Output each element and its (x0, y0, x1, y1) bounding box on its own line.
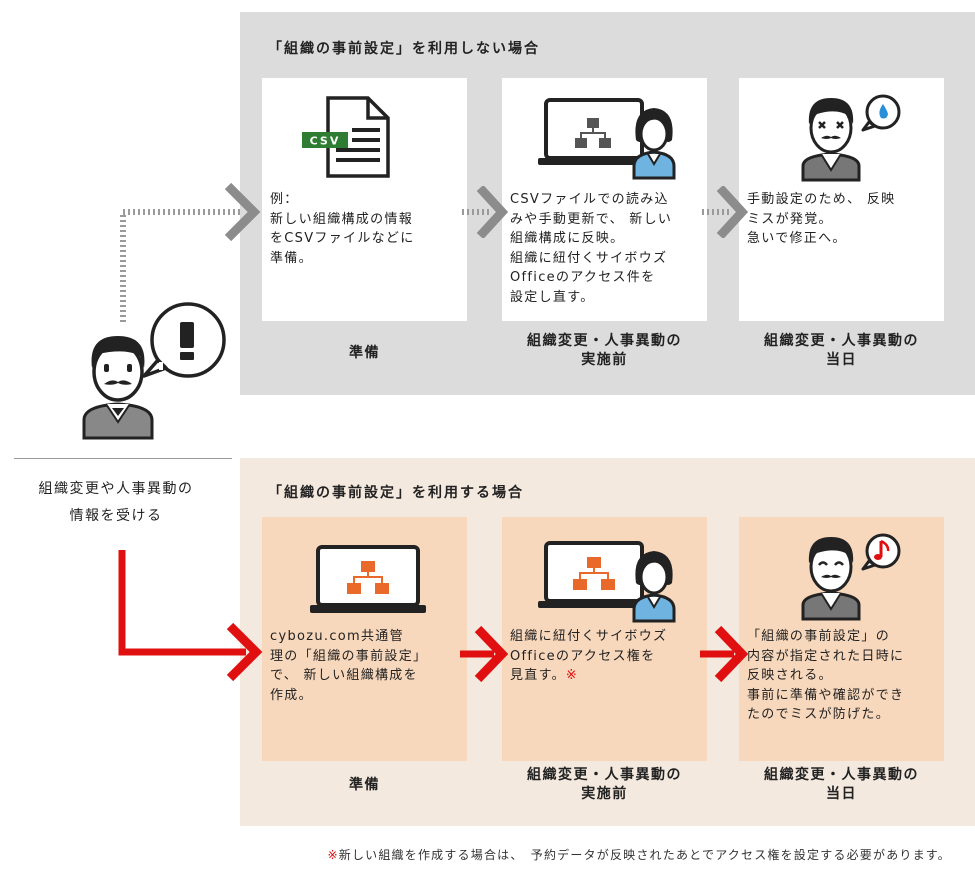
bottom-stage-day: 組織変更・人事異動の 当日 (764, 767, 919, 802)
footnote: ※新しい組織を作成する場合は、 予約データが反映されたあとでアクセス権を設定する… (327, 846, 951, 863)
note-mark: ※ (565, 668, 579, 684)
side-label: 組織変更や人事異動の 情報を受ける (38, 481, 194, 524)
bottom-arrow-1 (460, 626, 508, 682)
bottom-card-day: 「組織の事前設定」の 内容が指定された日時に 反映される。 事前に準備や確認がで… (739, 517, 944, 761)
bottom-stage-prepare: 準備 (349, 777, 380, 793)
worried-person-icon (801, 94, 901, 182)
bottom-entry-arrow (118, 550, 263, 682)
receiving-person-icon (82, 302, 226, 440)
bottom-card-before: 組織に紐付くサイボウズ Officeのアクセス権を 見直す。※ (502, 517, 707, 761)
top-stage-prepare: 準備 (349, 345, 380, 361)
top-card-day-text: 手動設定のため、 反映 ミスが発覚。 急いで修正へ。 (747, 192, 896, 247)
top-card-prepare: CSV 例： 新しい組織構成の情報 をCSVファイルなどに 準備。 (262, 78, 467, 321)
laptop-org-chart-icon (310, 545, 426, 613)
top-arrow-2 (702, 186, 748, 238)
bottom-card-before-text: 組織に紐付くサイボウズ Officeのアクセス権を 見直す。※ (510, 629, 668, 684)
laptop-org-chart-icon (538, 98, 676, 180)
bottom-card-prepare: cybozu.com共通管 理の「組織の事前設定」 で、 新しい組織構成を 作成… (262, 517, 467, 761)
top-card-prepare-text: 例： 新しい組織構成の情報 をCSVファイルなどに 準備。 (270, 192, 415, 266)
top-card-day: 手動設定のため、 反映 ミスが発覚。 急いで修正へ。 (739, 78, 944, 321)
top-arrow-1 (462, 186, 508, 238)
csv-file-icon: CSV (302, 96, 390, 178)
top-card-before: CSVファイルでの読み込 みや手動更新で、 新しい 組織構成に反映。 組織に紐付… (502, 78, 707, 321)
bottom-arrow-2 (700, 626, 748, 682)
bottom-card-prepare-text: cybozu.com共通管 理の「組織の事前設定」 で、 新しい組織構成を 作成… (270, 629, 428, 703)
footnote-mark: ※ (327, 848, 339, 862)
happy-person-icon (801, 533, 901, 621)
top-card-before-text: CSVファイルでの読み込 みや手動更新で、 新しい 組織構成に反映。 組織に紐付… (510, 192, 673, 305)
csv-label: CSV (310, 135, 341, 148)
laptop-org-chart-icon (538, 541, 676, 623)
top-entry-dotted-arrow (120, 182, 261, 322)
without-preset-title: 「組織の事前設定」を利用しない場合 (268, 41, 540, 57)
bottom-card-day-text: 「組織の事前設定」の 内容が指定された日時に 反映される。 事前に準備や確認がで… (747, 629, 905, 723)
footnote-text: 新しい組織を作成する場合は、 予約データが反映されたあとでアクセス権を設定する必… (338, 848, 951, 862)
bottom-stage-before: 組織変更・人事異動の 実施前 (527, 767, 682, 802)
top-stage-before: 組織変更・人事異動の 実施前 (527, 333, 682, 368)
with-preset-title: 「組織の事前設定」を利用する場合 (268, 485, 524, 501)
top-stage-day: 組織変更・人事異動の 当日 (764, 333, 919, 368)
side-divider (14, 458, 232, 459)
